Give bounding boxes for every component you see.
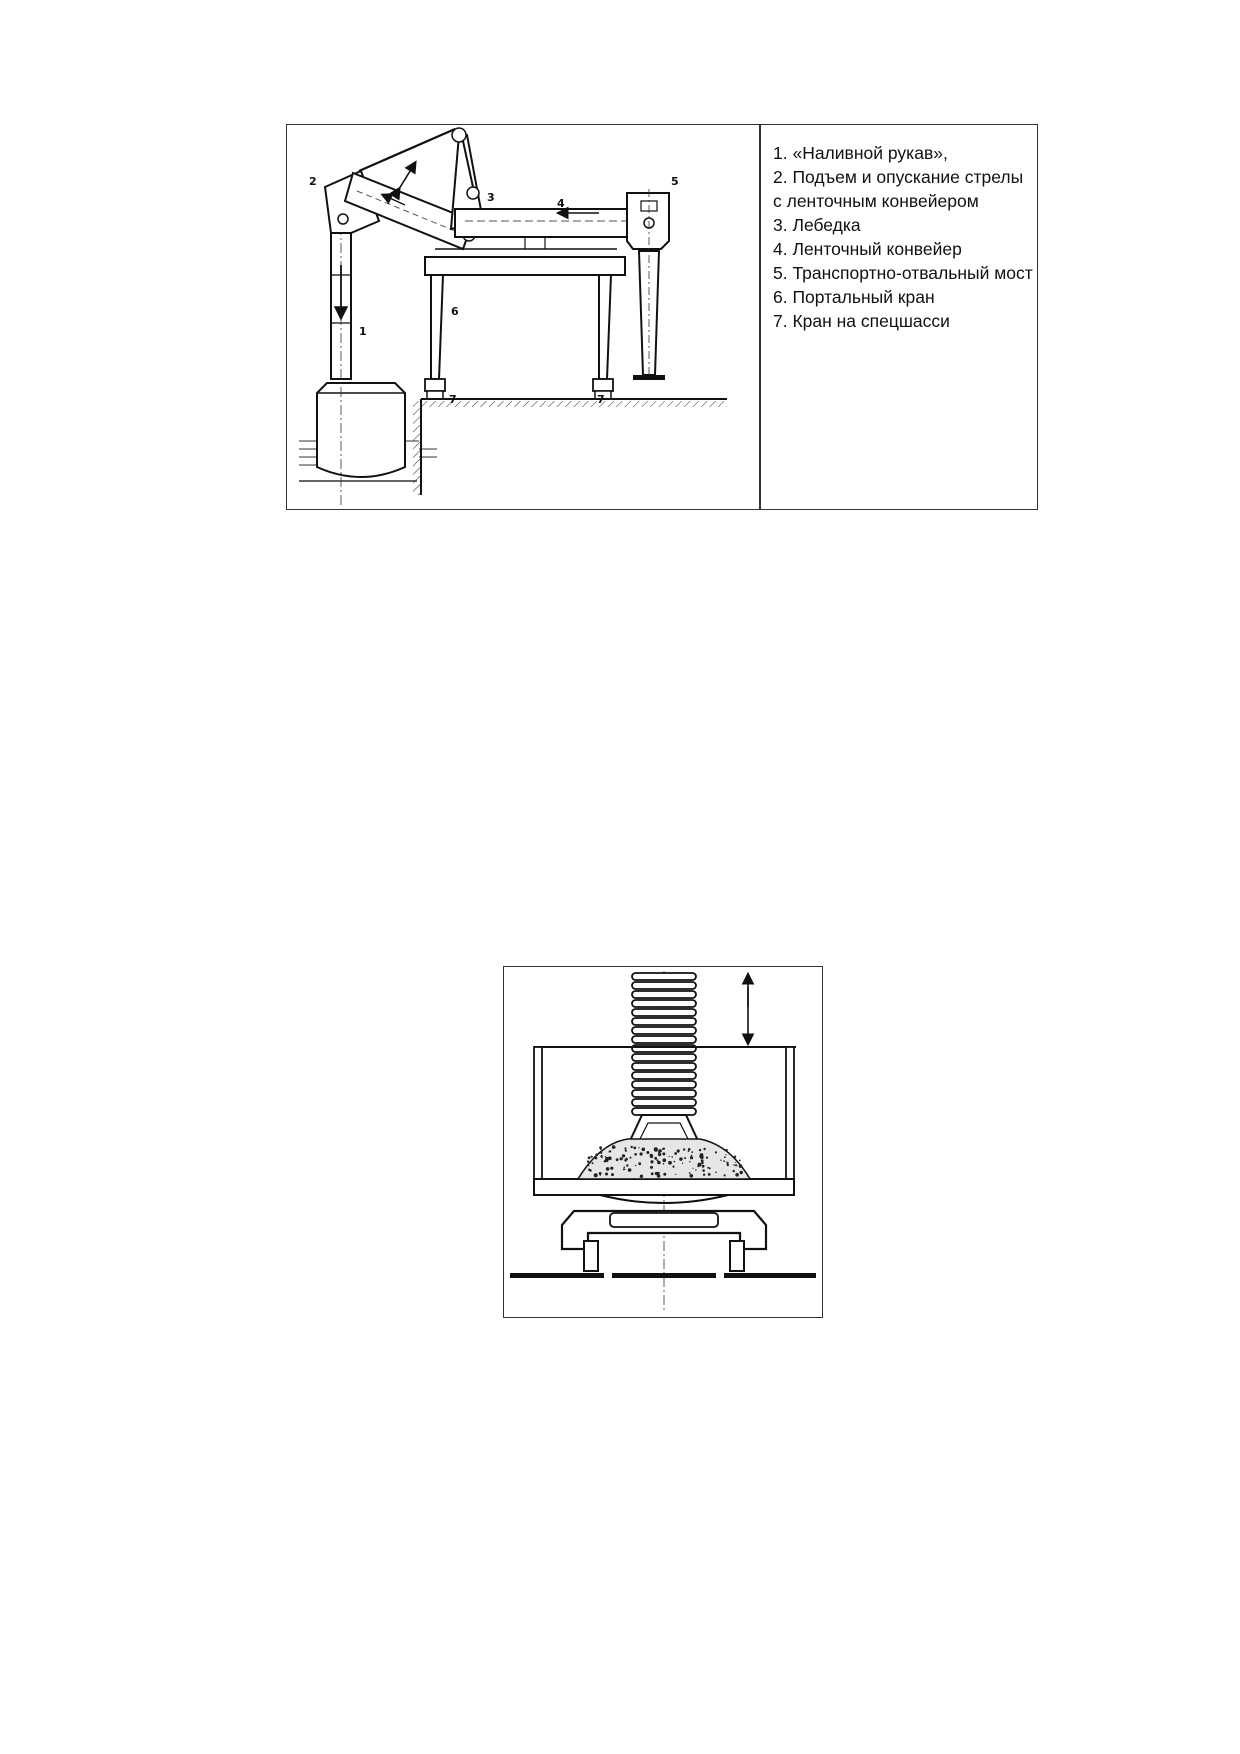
callout-1: 1 <box>359 325 367 338</box>
legend-item-3: 3. Лебедка <box>773 215 861 235</box>
figure-1-drawing: 1 2 3 4 5 6 7 7 <box>299 127 727 505</box>
callout-5: 5 <box>671 175 679 188</box>
legend-item-1: 1. «Наливной рукав», <box>773 143 948 163</box>
railcar-undercarriage <box>560 1194 768 1272</box>
bulk-material-texture <box>586 1145 743 1178</box>
portal-crane-leg-right <box>598 274 613 380</box>
railcar-body <box>533 1046 796 1196</box>
crane-chassis-left <box>424 378 446 392</box>
boom-raise-lower-arrow <box>388 160 417 201</box>
crane-chassis-right <box>592 378 614 392</box>
legend-item-6: 6. Портальный кран <box>773 287 935 307</box>
figure-1-divider <box>759 125 761 509</box>
ship-hull <box>316 382 406 478</box>
rail-track <box>510 1273 816 1278</box>
figure-2-drawing <box>510 971 816 1313</box>
figure-2-railcar-loading <box>503 966 823 1318</box>
callout-6: 6 <box>451 305 459 318</box>
legend-item-5: 5. Транспортно-отвальный мост <box>773 263 1033 283</box>
callout-4: 4 <box>557 197 565 210</box>
callout-3: 3 <box>487 191 495 204</box>
portal-crane-beam <box>424 256 626 276</box>
legend-item-4: 4. Ленточный конвейер <box>773 239 962 259</box>
legend-item-7: 7. Кран на спецшасси <box>773 311 950 331</box>
portal-crane-leg-left <box>430 274 445 380</box>
callout-7-left: 7 <box>449 393 457 406</box>
figure-1-loading-installation: 1 2 3 4 5 6 7 7 1. «Наливной рукав», 2. … <box>286 124 1038 510</box>
callout-2: 2 <box>309 175 317 188</box>
legend-item-2: 2. Подъем и опускание стрелы с ленточным… <box>773 167 1024 211</box>
quay-ground <box>413 398 727 495</box>
figure-1-legend: 1. «Наливной рукав», 2. Подъем и опускан… <box>773 141 1033 333</box>
winch-drum <box>466 186 480 200</box>
callout-7-right: 7 <box>597 393 605 406</box>
telescopic-bellows-spout <box>631 972 697 1116</box>
belt-conveyor <box>454 208 632 238</box>
